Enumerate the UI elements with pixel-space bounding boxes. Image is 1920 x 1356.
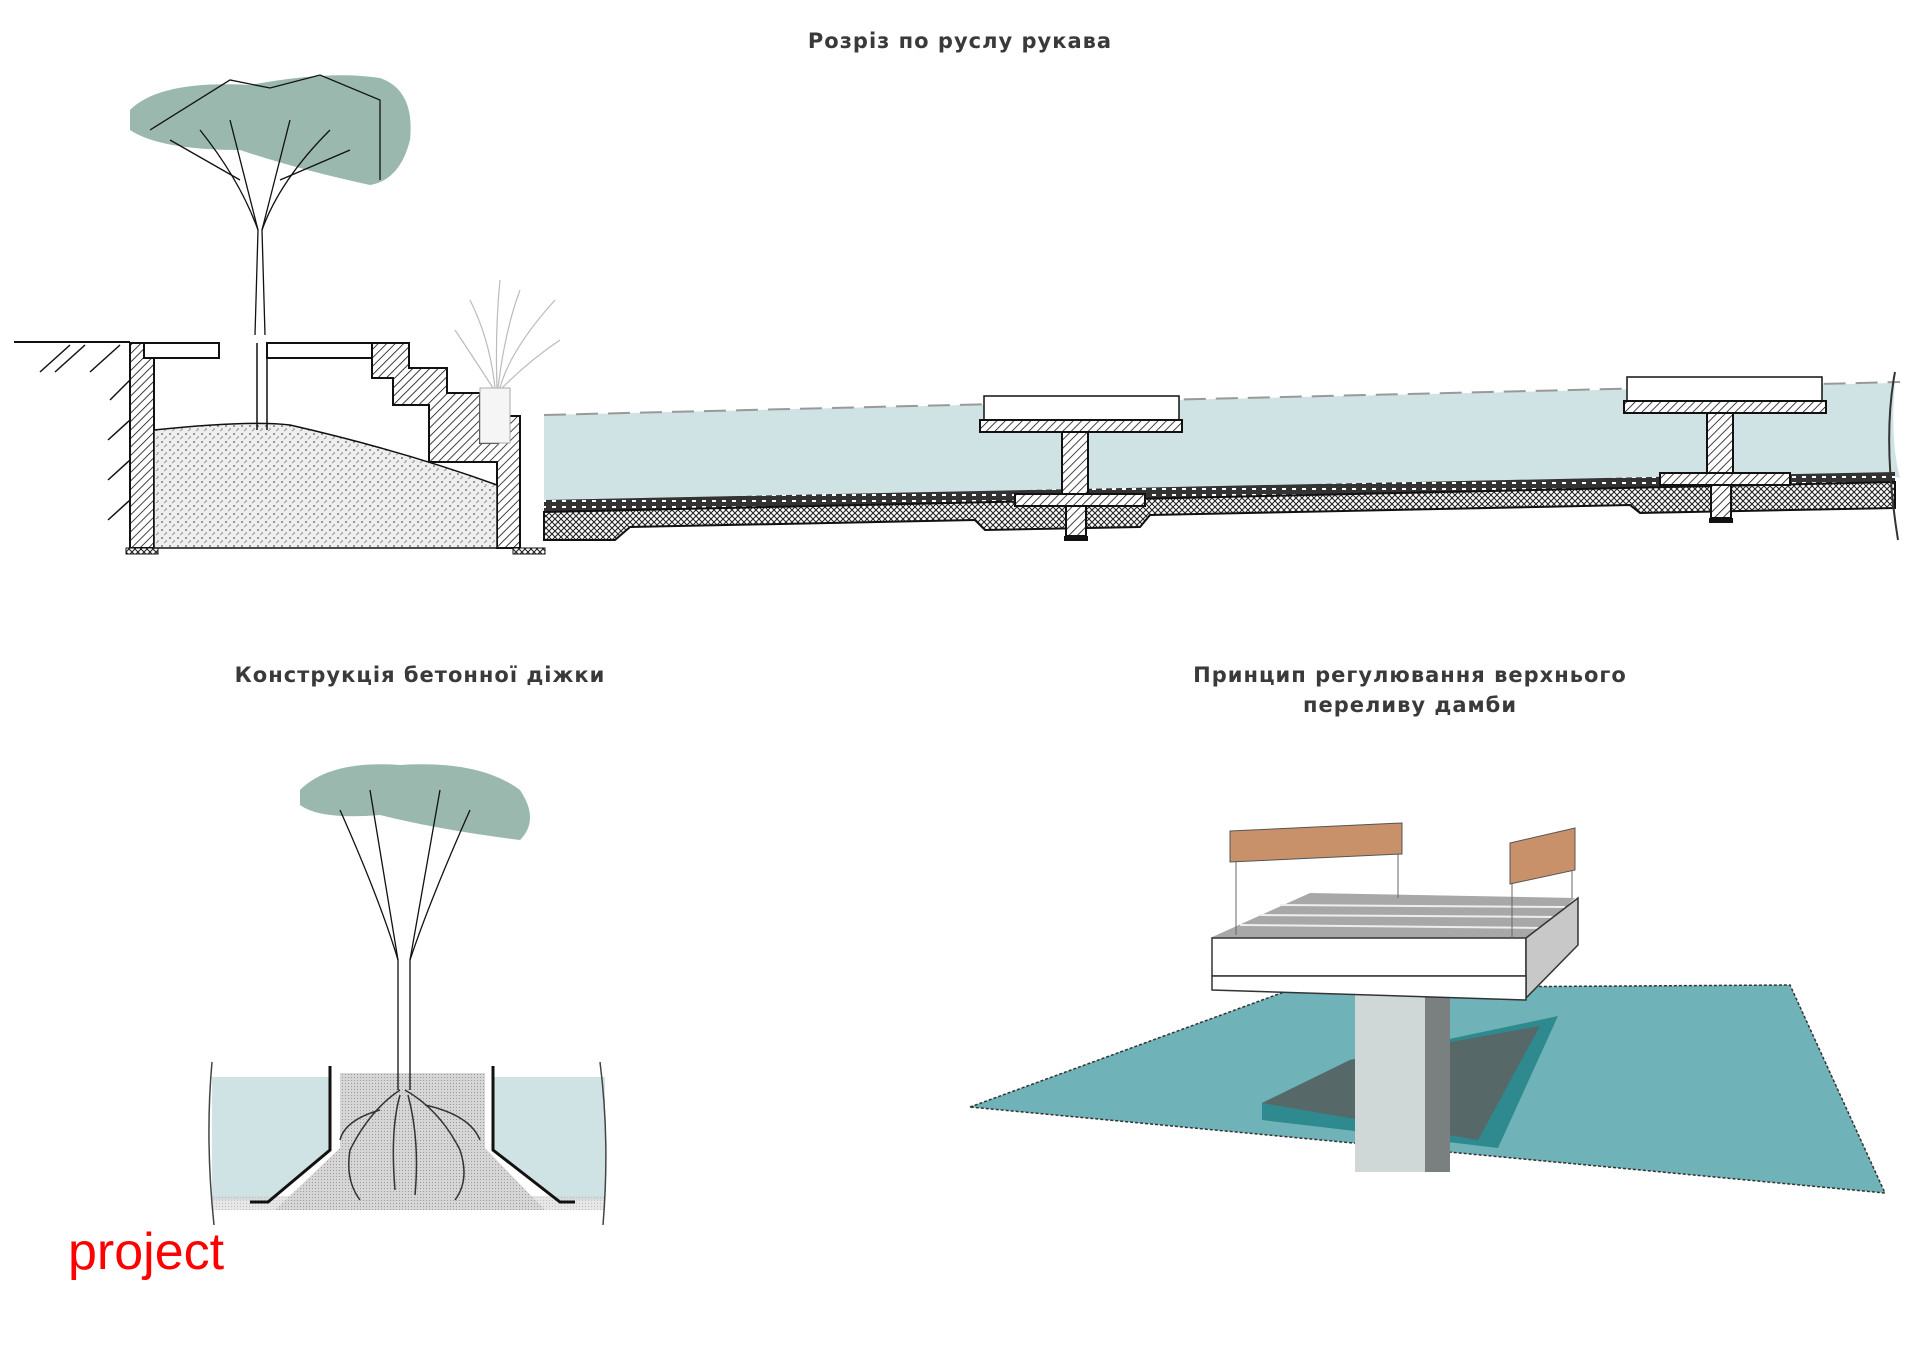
- tub-water-right: [493, 1077, 605, 1200]
- wood-board-right: [1509, 827, 1576, 885]
- wall-footing: [125, 547, 159, 555]
- water-body: [544, 383, 1900, 505]
- channel-section-drawing: [14, 74, 1901, 555]
- central-pillar-side: [1425, 992, 1450, 1172]
- dam-title-line-1: Принцип регулювання верхнього: [1193, 663, 1627, 687]
- break-line: [1888, 371, 1899, 541]
- tub-tree-canopy: [300, 764, 530, 840]
- tree-branches: [149, 74, 381, 336]
- cover-slab-right: [266, 342, 373, 359]
- bed-concrete-layer: [543, 480, 1896, 541]
- dam-overflow-drawing: [969, 822, 1887, 1194]
- tub-wall-left: [250, 1066, 332, 1204]
- grass-plant: [454, 279, 561, 389]
- project-watermark: project: [68, 1223, 225, 1281]
- dam-title-line-2: переливу дамби: [1302, 693, 1518, 717]
- section-title-concrete-tub: Конструкція бетонної діжки: [234, 663, 606, 687]
- break-left: [208, 1061, 215, 1226]
- deck-front-beam: [1211, 937, 1527, 977]
- central-pillar: [1355, 992, 1425, 1172]
- section-title-dam-overflow: Принцип регулювання верхнього переливу д…: [1180, 660, 1640, 720]
- left-retaining-wall: [129, 342, 155, 549]
- deck-slats: [1239, 904, 1566, 929]
- tree-roots: [339, 1089, 481, 1201]
- board-guides: [1235, 854, 1573, 938]
- pier-1: [979, 395, 1183, 541]
- earth-hatch: [39, 344, 131, 521]
- tree-canopy: [130, 75, 411, 185]
- wall-footing-2: [512, 547, 546, 555]
- stepped-retaining-wall: [371, 342, 521, 549]
- break-right: [599, 1061, 607, 1226]
- tub-tree: [339, 789, 471, 1090]
- section-title-channel: Розріз по руслу рукава: [807, 29, 1113, 53]
- deck-bottom-slab: [1211, 975, 1527, 1001]
- planter-box: [479, 387, 511, 444]
- tub-water-left: [212, 1077, 330, 1200]
- tub-wall-right: [491, 1066, 575, 1204]
- tub-soil: [275, 1073, 545, 1210]
- bed-sand-layer: [544, 472, 1895, 512]
- gravel-fill: [153, 422, 498, 549]
- pier-2: [1623, 376, 1827, 523]
- concrete-tub-drawing: [208, 764, 607, 1226]
- wood-board-left: [1229, 822, 1403, 863]
- cover-slab-left: [143, 342, 220, 359]
